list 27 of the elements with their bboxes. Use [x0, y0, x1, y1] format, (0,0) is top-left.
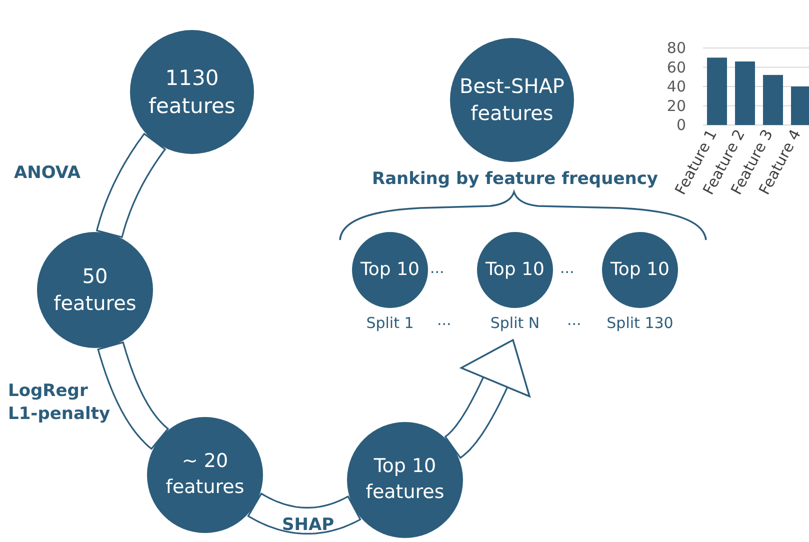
axis-tick-label: 80 — [666, 39, 686, 57]
node-circle: Top 10 features — [347, 422, 463, 538]
ellipsis: ... — [437, 310, 452, 330]
axis-tick-label: 20 — [666, 96, 686, 115]
band-connector — [96, 132, 166, 238]
node-circle: Top 10 — [352, 232, 428, 308]
band-arrow — [444, 339, 530, 459]
node-circle: 1130 features — [130, 30, 254, 154]
split-caption: Split 1 — [366, 314, 414, 332]
axis-tick-label: 0 — [676, 116, 686, 134]
node-circle: 50 features — [37, 232, 153, 348]
band-connector — [97, 341, 170, 450]
split-caption: Split 130 — [606, 314, 674, 332]
ellipsis: ... — [560, 258, 574, 278]
edge-label: LogRegr L1-penalty — [8, 380, 112, 426]
axis-tick-label: 60 — [666, 58, 686, 76]
node-circle: Best-SHAP features — [450, 38, 574, 162]
ellipsis: ... — [430, 258, 444, 278]
axis-tick-label: 40 — [666, 78, 686, 96]
edge-label: SHAP — [282, 514, 334, 537]
bracket-heading: Ranking by feature frequency — [372, 168, 658, 191]
node-circle: Top 10 — [602, 232, 678, 308]
node-circle: ~ 20 features — [147, 417, 263, 533]
split-caption: Split N — [490, 314, 540, 332]
edge-label: ANOVA — [14, 162, 81, 185]
node-circle: Top 10 — [477, 232, 553, 308]
ellipsis: ... — [567, 310, 582, 330]
